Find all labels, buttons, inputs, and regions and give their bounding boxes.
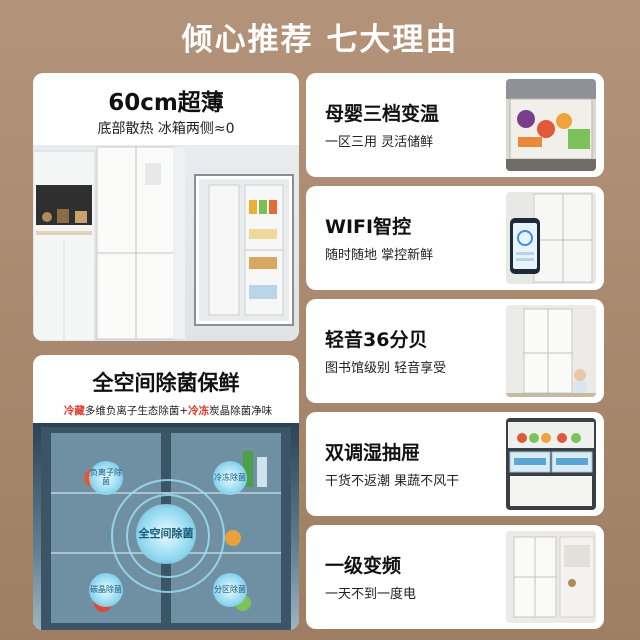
- baby-fridge-image: [506, 305, 596, 397]
- card-quiet-subtitle: 图书馆级别 轻音享受: [325, 361, 447, 376]
- card-sterilize-title: 全空间除菌保鲜: [92, 371, 240, 395]
- card-sterilize: 全空间除菌保鲜 冷藏多维负离子生态除菌+冷冻炭晶除菌净味 全空间除菌 负离子除菌…: [33, 355, 299, 630]
- card-energy: 一级变频 一天不到一度电: [306, 525, 604, 629]
- badge-3: 碳晶除菌: [89, 573, 123, 607]
- sterilize-ring-inner: [126, 494, 210, 578]
- drawer-produce-image: [506, 79, 596, 171]
- card-temp: 母婴三档变温 一区三用 灵活储鲜: [306, 73, 604, 177]
- card-slim-subtitle: 底部散热 冰箱两侧≈0: [97, 121, 235, 137]
- card-drawer: 双调湿抽屉 干货不返潮 果蔬不风干: [306, 412, 604, 516]
- card-sterilize-subtitle: 冷藏多维负离子生态除菌+冷冻炭晶除菌净味: [43, 403, 293, 418]
- card-wifi-subtitle: 随时随地 掌控新鲜: [325, 248, 434, 263]
- card-wifi-title: WIFI智控: [325, 216, 412, 238]
- card-slim: 60cm超薄 底部散热 冰箱两侧≈0: [33, 73, 299, 341]
- badge-4: 分区除菌: [213, 573, 247, 607]
- center-badge: 全空间除菌: [136, 504, 196, 564]
- card-drawer-title: 双调湿抽屉: [325, 442, 421, 464]
- humidity-drawer-image: [506, 418, 596, 510]
- phone-app-image: [506, 192, 596, 284]
- card-quiet: 轻音36分贝 图书馆级别 轻音享受: [306, 299, 604, 403]
- card-slim-title: 60cm超薄: [108, 90, 224, 116]
- card-quiet-title: 轻音36分贝: [325, 329, 428, 351]
- sub-red-1: 冷藏: [63, 405, 85, 417]
- card-temp-title: 母婴三档变温: [325, 103, 440, 125]
- card-temp-subtitle: 一区三用 灵活储鲜: [325, 135, 434, 150]
- sub-text-2: 炭晶除菌净味: [209, 405, 273, 417]
- card-energy-subtitle: 一天不到一度电: [325, 587, 417, 602]
- kitchen-fridge-image: [506, 531, 596, 623]
- card-drawer-subtitle: 干货不返潮 果蔬不风干: [325, 474, 460, 489]
- page-title: 倾心推荐 七大理由: [181, 22, 459, 58]
- badge-1: 负离子除菌: [89, 461, 123, 495]
- fridge-interior-image: 全空间除菌 负离子除菌 冷冻除菌 碳晶除菌 分区除菌: [33, 423, 299, 630]
- card-wifi: WIFI智控 随时随地 掌控新鲜: [306, 186, 604, 290]
- kitchen-scene-image: [33, 145, 299, 341]
- card-energy-title: 一级变频: [325, 555, 402, 577]
- sub-red-2: 冷冻: [188, 405, 210, 417]
- sub-text-1: 多维负离子生态除菌+: [84, 405, 189, 417]
- sterilize-ring-outer: [111, 479, 225, 593]
- badge-2: 冷冻除菌: [213, 461, 247, 495]
